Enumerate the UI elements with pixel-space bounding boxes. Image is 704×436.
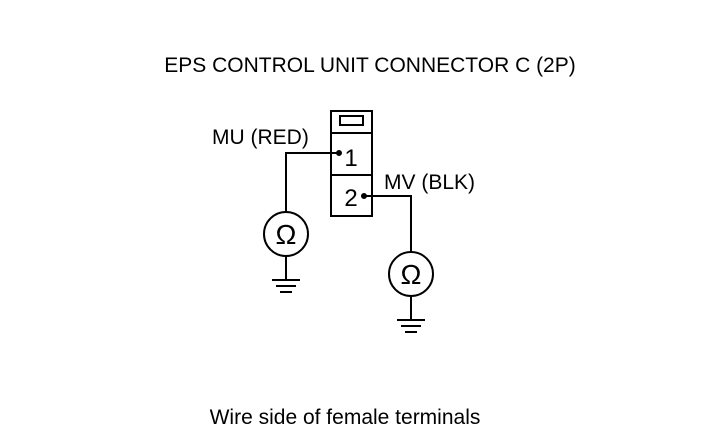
ohm-symbol: Ω [401, 259, 422, 290]
probe-wire-1 [285, 150, 342, 212]
ground-icon [397, 296, 425, 333]
connector-lock-tab [339, 115, 364, 126]
terminal-1-wire-label: MU (RED) [212, 126, 309, 149]
terminal-2-wire-label: MV (BLK) [384, 171, 475, 194]
connector-housing [330, 110, 373, 217]
diagram-caption: Wire side of female terminals [210, 406, 481, 429]
probe-wire-2 [361, 193, 412, 252]
terminal-1-number: 1 [344, 145, 357, 172]
ohmmeter-icon: Ω [263, 211, 309, 257]
connector-c [330, 110, 373, 217]
diagram-title: EPS CONTROL UNIT CONNECTOR C (2P) [164, 54, 576, 77]
ground-icon [272, 256, 300, 293]
ohmmeter-icon: Ω [388, 251, 434, 297]
terminal-2-number: 2 [344, 185, 357, 212]
ohm-symbol: Ω [276, 219, 297, 250]
